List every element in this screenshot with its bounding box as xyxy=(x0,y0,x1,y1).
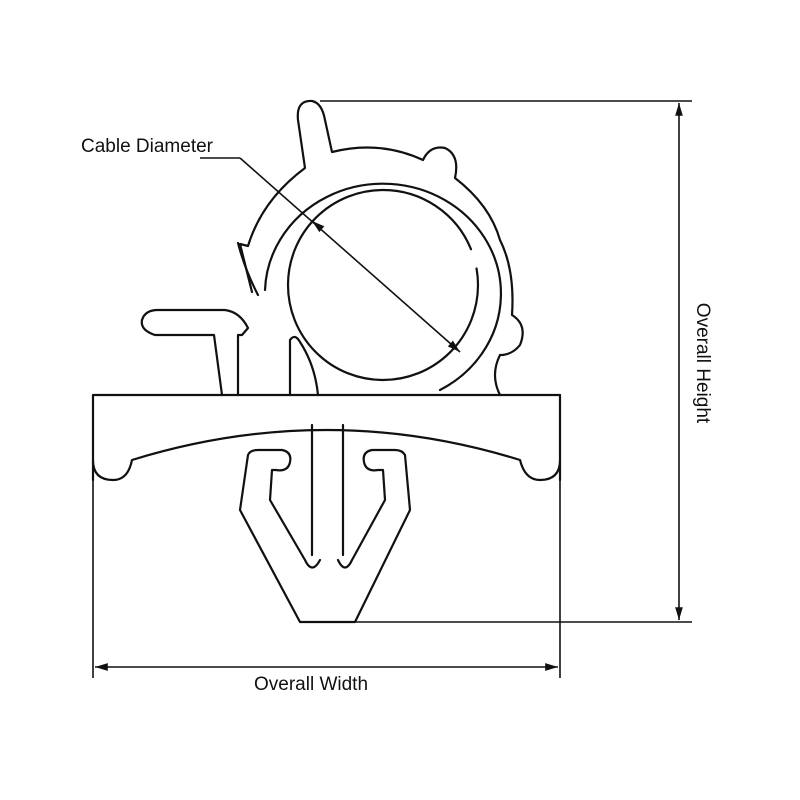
overall-height-label: Overall Height xyxy=(692,302,714,424)
anchor-legs xyxy=(238,448,412,624)
center-slot xyxy=(310,423,345,557)
post xyxy=(288,335,320,397)
outer-ring xyxy=(238,99,524,397)
cable-diameter-label: Cable Diameter xyxy=(81,136,213,157)
cable-diameter-arrow xyxy=(311,220,325,233)
arrow-tip xyxy=(236,241,260,297)
cable-circle xyxy=(286,188,480,382)
left-latch xyxy=(140,308,250,397)
overall-width-label: Overall Width xyxy=(254,674,369,695)
inner-ring xyxy=(263,182,503,392)
base-block xyxy=(91,393,562,482)
cable-diameter-dimension xyxy=(239,157,461,353)
